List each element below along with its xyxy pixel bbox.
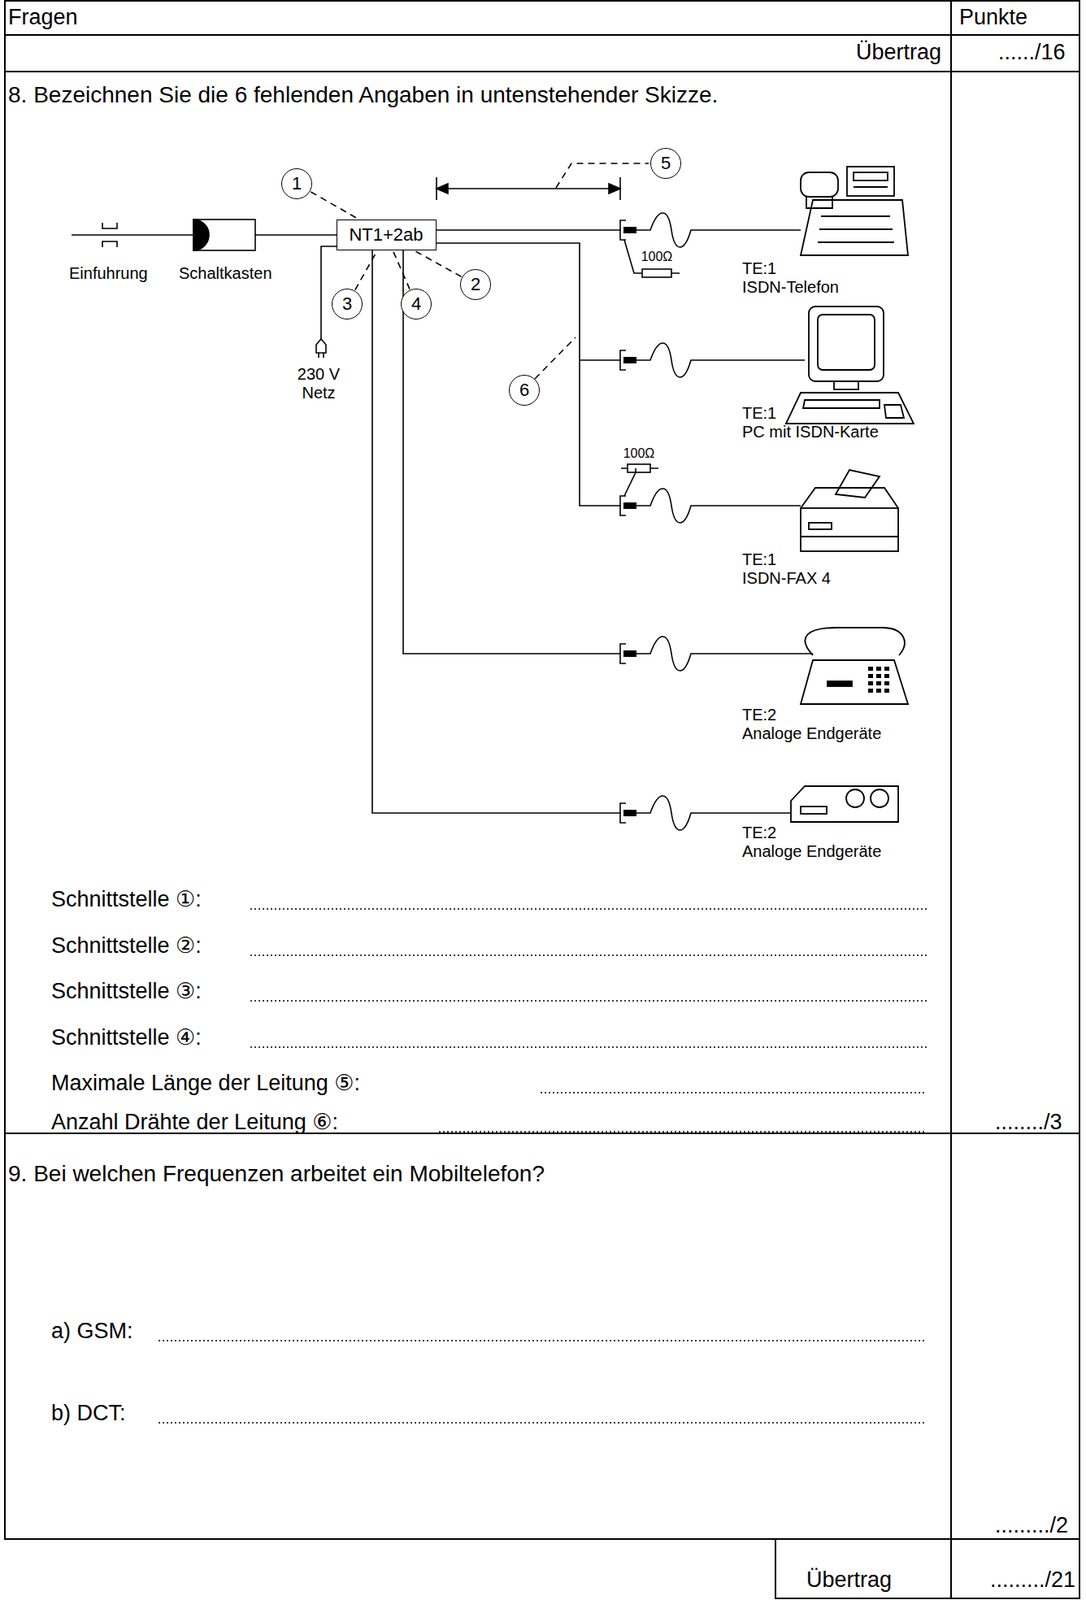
keypad-key <box>876 673 882 678</box>
callout-digit: 4 <box>411 294 422 314</box>
keypad-key <box>884 673 890 678</box>
leader-line <box>413 250 461 277</box>
terminal-type: TE:2 <box>742 705 777 725</box>
column-header: Punkte <box>959 4 1028 31</box>
answer-prompt: Schnittstelle ①: <box>51 886 202 913</box>
carry-over: Übertrag <box>806 1567 892 1593</box>
answer-line <box>438 1130 927 1132</box>
keypad-key <box>876 681 882 686</box>
callout-number: 6 <box>508 374 540 406</box>
socket-plug <box>623 650 637 657</box>
carry-over: Übertrag <box>855 39 942 66</box>
callout-digit: 1 <box>291 173 302 194</box>
device-label: PC mit ISDN-Karte <box>742 422 879 442</box>
socket-and-cord <box>620 636 813 671</box>
keypad-key <box>876 666 882 671</box>
resistor-value: 100Ω <box>641 249 674 265</box>
keypad-key <box>868 688 874 693</box>
callout-number: 4 <box>400 288 432 320</box>
answer-line <box>158 1421 927 1423</box>
callout-number: 2 <box>460 269 491 300</box>
points-field: ......../3 <box>994 1109 1063 1135</box>
keypad-key <box>876 688 882 693</box>
answer-prompt: Schnittstelle ④: <box>51 1025 202 1051</box>
callout-number: 1 <box>281 168 313 200</box>
callout-digit: 5 <box>660 153 671 174</box>
isdn-fax <box>800 469 899 552</box>
answer-line <box>250 999 927 1001</box>
question-text: 9. Bei welchen Frequenzen arbeitet ein M… <box>8 1160 545 1187</box>
socket-and-cord <box>620 343 805 378</box>
leader-line <box>310 191 359 220</box>
answer-line <box>540 1091 927 1093</box>
socket-plug <box>623 226 637 234</box>
part-label: Einfuhrung <box>69 264 148 283</box>
isdn-telephone <box>800 166 908 256</box>
device-label: Analoge Endgeräte <box>742 724 882 743</box>
device-label: ISDN-FAX 4 <box>742 569 831 588</box>
line-network <box>71 163 680 813</box>
callout-digit: 3 <box>342 294 352 314</box>
answer-prompt: Schnittstelle ②: <box>51 933 202 959</box>
socket-plug <box>623 809 637 817</box>
callout-number: 3 <box>331 288 363 320</box>
keypad-key <box>868 673 874 678</box>
callout-digit: 6 <box>519 380 530 400</box>
answer-line <box>250 907 927 909</box>
leader-line <box>413 250 461 277</box>
points-field: ........./2 <box>994 1512 1069 1538</box>
answer-line <box>250 1046 927 1047</box>
terminal-type: TE:2 <box>742 823 777 843</box>
question-text: 8. Bezeichnen Sie die 6 fehlenden Angabe… <box>8 82 718 109</box>
part-label: Schaltkasten <box>178 264 273 283</box>
callout-digit: 2 <box>470 274 481 295</box>
leader-line <box>310 191 359 220</box>
analog-telephone <box>800 627 908 704</box>
device-label: Analoge Endgeräte <box>742 842 882 861</box>
terminal-type: TE:1 <box>742 259 777 279</box>
keypad-key <box>868 666 874 671</box>
resistor-value: 100Ω <box>623 446 656 461</box>
terminal-type: TE:1 <box>742 403 777 423</box>
answering-machine <box>790 786 899 822</box>
callout-number: 5 <box>650 147 682 179</box>
socket-and-cord <box>620 212 801 248</box>
pc-with-isdn-card <box>786 306 914 424</box>
leader-line <box>392 250 410 290</box>
table-grid <box>4 0 1080 1599</box>
points-field: ........./21 <box>990 1567 1076 1593</box>
points-field: ....../16 <box>998 39 1066 66</box>
socket-and-cord <box>620 488 801 523</box>
answer-prompt: a) GSM: <box>51 1318 134 1344</box>
terminal-type: TE:1 <box>742 550 777 570</box>
leader-line <box>392 250 410 290</box>
answer-line <box>158 1339 927 1341</box>
keypad-key <box>884 666 890 671</box>
socket-plug <box>623 356 637 364</box>
socket-plug <box>623 502 637 509</box>
box-label: NT1+2ab <box>348 225 423 245</box>
answer-prompt: Schnittstelle ③: <box>51 978 202 1004</box>
network-terminator-box: NT1+2ab <box>336 219 437 251</box>
answer-prompt: b) DCT: <box>51 1400 126 1426</box>
answer-prompt: Anzahl Drähte der Leitung ⑥: <box>51 1109 339 1135</box>
keypad-key <box>868 681 874 686</box>
keypad-key <box>884 688 890 693</box>
leader-line <box>355 250 378 291</box>
leader-line <box>355 250 378 291</box>
keypad-key <box>884 681 890 686</box>
answer-line <box>250 954 927 956</box>
answer-prompt: Maximale Länge der Leitung ⑤: <box>51 1070 361 1096</box>
part-label: 230 V Netz <box>289 364 348 403</box>
device-label: ISDN-Telefon <box>742 278 839 297</box>
column-header: Fragen <box>8 4 79 31</box>
